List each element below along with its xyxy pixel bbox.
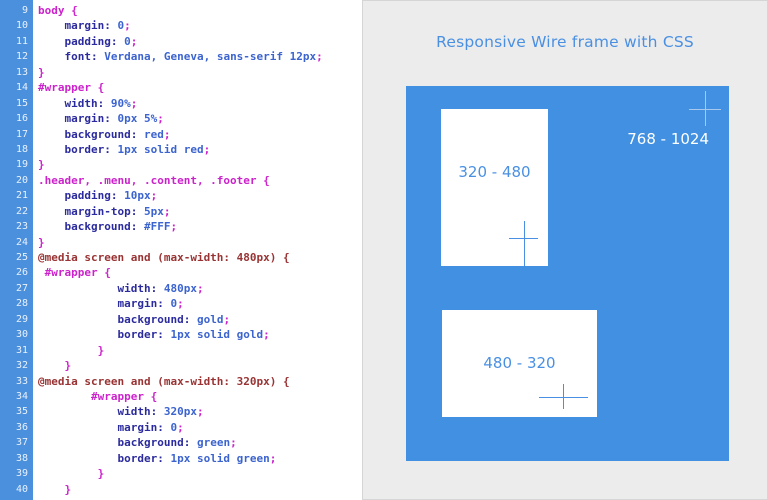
line-number: 28: [15, 298, 28, 310]
line-number: 23: [15, 221, 28, 233]
code-line[interactable]: @media screen and (max-width: 480px) {: [38, 251, 290, 264]
portrait-wireframe-box: 320 - 480: [441, 109, 548, 266]
preview-panel: Responsive Wire frame with CSS 768 - 102…: [362, 0, 768, 500]
line-number: 25: [15, 252, 28, 263]
code-line[interactable]: }: [38, 482, 72, 496]
code-line[interactable]: border: 1px solid gold;: [38, 328, 270, 342]
line-number: 10: [15, 20, 28, 32]
crosshair-icon: [689, 91, 721, 126]
code-line[interactable]: width: 90%;: [38, 96, 138, 110]
line-number: 12: [15, 51, 28, 63]
line-number: 26: [15, 267, 28, 279]
desktop-range-label: 768 - 1024: [627, 130, 709, 148]
code-line[interactable]: .header, .menu, .content, .footer {: [38, 173, 270, 187]
line-number: 24: [15, 236, 28, 248]
line-number-gutter: 9 10 11 12 13 14 15 16 17 18 19 20 21 22 23 24 25 26 27 28 2…: [0, 0, 33, 500]
line-number: 16: [15, 113, 28, 125]
code-line[interactable]: background: red;: [38, 127, 171, 141]
code-line[interactable]: border: 1px solid green;: [38, 451, 277, 465]
code-line[interactable]: padding: 0;: [38, 34, 138, 48]
line-number: 14: [15, 82, 28, 94]
line-number: 36: [15, 421, 28, 433]
code-line[interactable]: }: [38, 158, 45, 172]
preview-title: Responsive Wire frame with CSS: [436, 33, 694, 51]
wireframe-canvas: 768 - 1024 320 - 480 480 - 320: [406, 86, 729, 461]
code-line[interactable]: margin: 0;: [38, 420, 184, 434]
code-line[interactable]: font: Verdana, Geneva, sans-serif 12px;: [38, 50, 323, 64]
code-line[interactable]: #wrapper {: [38, 389, 158, 403]
code-line[interactable]: margin: 0;: [38, 297, 184, 311]
code-line[interactable]: }: [38, 343, 105, 357]
crosshair-icon: [539, 384, 588, 409]
line-number: 13: [15, 66, 28, 78]
line-number: 20: [15, 174, 28, 186]
code-line[interactable]: width: 320px;: [38, 405, 204, 419]
code-line[interactable]: padding: 10px;: [38, 189, 158, 203]
code-line[interactable]: #wrapper {: [38, 266, 111, 280]
code-line[interactable]: body {: [38, 4, 78, 17]
code-line[interactable]: }: [38, 467, 105, 481]
line-number: 35: [15, 406, 28, 418]
code-line[interactable]: margin: 0px 5%;: [38, 112, 164, 126]
line-number: 37: [15, 437, 28, 449]
code-line[interactable]: background: #FFF;: [38, 220, 178, 234]
code-editor-pane: 9 10 11 12 13 14 15 16 17 18 19 20 21 22 23 24 25 26 27 28 2…: [0, 0, 362, 500]
line-number: 15: [15, 97, 28, 109]
line-number: 32: [15, 360, 28, 372]
code-line[interactable]: margin: 0;: [38, 19, 131, 33]
code-line[interactable]: background: green;: [38, 436, 237, 450]
line-number: 27: [15, 282, 28, 294]
code-line[interactable]: width: 480px;: [38, 281, 204, 295]
landscape-wireframe-box: 480 - 320: [442, 310, 597, 417]
line-number: 29: [15, 313, 28, 325]
code-line[interactable]: }: [38, 235, 45, 249]
line-number: 40: [15, 483, 28, 495]
line-number: 30: [15, 329, 28, 341]
landscape-range-label: 480 - 320: [483, 354, 556, 372]
line-number: 39: [15, 468, 28, 480]
portrait-range-label: 320 - 480: [458, 163, 531, 181]
line-number: 19: [15, 159, 28, 171]
line-number: 38: [15, 452, 28, 464]
line-number: 22: [15, 205, 28, 217]
line-number: 11: [15, 35, 28, 47]
code-area[interactable]: body { margin: 0; padding: 0; font: Verd…: [33, 0, 362, 500]
line-number: 21: [15, 190, 28, 202]
code-line[interactable]: }: [38, 65, 45, 79]
line-number: 31: [15, 344, 28, 356]
code-line[interactable]: }: [38, 359, 72, 373]
code-line[interactable]: border: 1px solid red;: [38, 142, 211, 156]
line-number: 9: [21, 5, 28, 16]
code-line[interactable]: @media screen and (max-width: 320px) {: [38, 374, 290, 388]
crosshair-icon: [509, 221, 538, 266]
line-number: 18: [15, 143, 28, 155]
code-line[interactable]: margin-top: 5px;: [38, 204, 171, 218]
code-line[interactable]: #wrapper {: [38, 81, 105, 95]
line-number: 34: [15, 390, 28, 402]
code-line[interactable]: background: gold;: [38, 312, 231, 326]
line-number: 17: [15, 128, 28, 140]
line-number: 33: [15, 375, 28, 387]
